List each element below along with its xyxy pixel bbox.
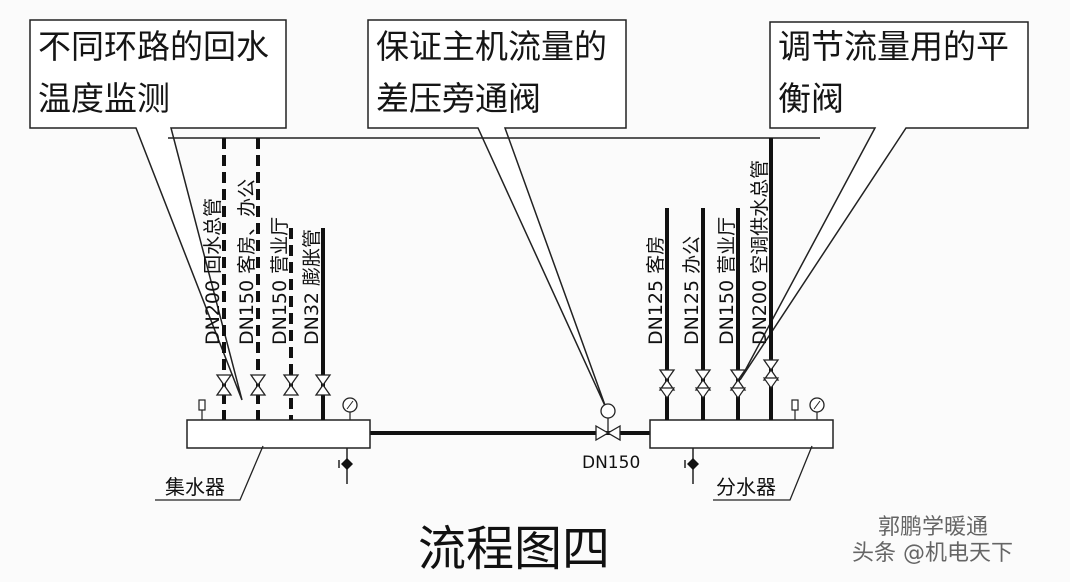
branch-label: DN125 办公	[681, 236, 703, 345]
branch-size: DN200	[749, 280, 771, 345]
branch-name: 客房	[645, 236, 667, 274]
watermark: 郭鹏学暖通 头条 @机电天下	[852, 515, 1013, 566]
collector-branch: DN200 回水总管	[202, 138, 233, 420]
balance-valve-icon	[694, 387, 712, 400]
branch-name: 营业厅	[716, 217, 738, 274]
branch-size: DN150	[716, 280, 738, 345]
callout-bypass-valve: 保证主机流量的 差压旁通阀	[367, 19, 627, 409]
callout-balance-valve: 调节流量用的平 衡阀	[739, 21, 1029, 381]
branch-valve-icon	[694, 369, 712, 391]
callout-line-2: 衡阀	[778, 79, 844, 118]
bypass-size-label: DN150	[582, 453, 640, 473]
branch-size: DN32	[301, 292, 323, 345]
diagram-title: 流程图四	[418, 521, 610, 577]
branch-valve-icon	[215, 374, 233, 396]
distributor-branch: DN125 办公	[681, 208, 712, 420]
distributor-pressure-gauge-icon	[809, 397, 825, 420]
branch-label: DN150 营业厅	[716, 217, 738, 345]
branch-size: DN125	[681, 280, 703, 345]
distributor-leader	[713, 445, 813, 501]
branch-name: 膨胀管	[301, 229, 323, 286]
distributor-thermometer-icon	[791, 399, 799, 420]
collector-leader	[155, 445, 264, 501]
collector-branch: DN32 膨胀管	[301, 228, 332, 420]
branch-valve-icon	[658, 369, 676, 391]
branch-label: DN150 营业厅	[269, 217, 291, 345]
branch-size: DN150	[269, 280, 291, 345]
branch-name: 客房、办公	[236, 179, 258, 274]
callout-line-2: 差压旁通阀	[376, 79, 541, 118]
branch-valve-icon	[282, 374, 300, 396]
branch-valve-icon	[314, 374, 332, 396]
branch-label: DN32 膨胀管	[301, 229, 323, 345]
branch-pipes: DN200 回水总管 DN150 客房、办公 DN150 营业厅 DN32 膨胀管 DN125 客…	[202, 138, 780, 420]
branch-name: 空调供水总管	[749, 160, 771, 274]
collector-body	[186, 419, 371, 449]
distributor-branch: DN125 客房	[645, 208, 676, 420]
distributor-drain-valve-icon	[684, 448, 699, 484]
branch-label: DN200 回水总管	[202, 198, 224, 345]
balance-valve-icon	[658, 387, 676, 400]
branch-size: DN200	[202, 280, 224, 345]
collector-label: 集水器	[165, 475, 225, 499]
branch-label: DN125 客房	[645, 236, 667, 345]
branch-label: DN150 客房、办公	[236, 179, 258, 345]
collector-drain-valve-icon	[338, 448, 353, 484]
distributor-branch: DN150 营业厅	[716, 208, 747, 420]
branch-name: 回水总管	[202, 198, 224, 274]
balance-valve-icon	[729, 387, 747, 400]
balance-valve-icon	[762, 377, 780, 390]
branch-valve-icon	[762, 359, 780, 381]
bypass-valve-icon	[595, 403, 621, 442]
branch-name: 营业厅	[269, 217, 291, 274]
callout-fill	[369, 21, 625, 127]
collector-branch: DN150 营业厅	[269, 217, 300, 420]
callout-line-1: 调节流量用的平	[778, 27, 1009, 66]
branch-size: DN125	[645, 280, 667, 345]
watermark-line-1: 郭鹏学暖通	[878, 515, 988, 540]
callout-fill	[31, 21, 285, 127]
branch-size: DN150	[236, 280, 258, 345]
branch-label: DN200 空调供水总管	[749, 160, 771, 345]
callout-line-1: 不同环路的回水	[38, 27, 269, 66]
distributor-branch: DN200 空调供水总管	[749, 138, 780, 420]
collector-pressure-gauge-icon	[342, 397, 358, 420]
callout-line-1: 保证主机流量的	[376, 27, 607, 66]
callout-fill	[771, 23, 1027, 127]
collector-thermometer-icon	[198, 399, 206, 420]
branch-valve-icon	[249, 374, 267, 396]
watermark-line-2: 头条 @机电天下	[852, 541, 1013, 566]
branch-valve-icon	[729, 369, 747, 391]
distributor-label: 分水器	[716, 475, 776, 499]
callout-line-2: 温度监测	[38, 79, 170, 118]
distributor-body	[649, 419, 834, 449]
collector-branch: DN150 客房、办公	[236, 138, 267, 420]
callout-return-temp: 不同环路的回水 温度监测	[29, 19, 287, 401]
branch-name: 办公	[681, 236, 703, 274]
